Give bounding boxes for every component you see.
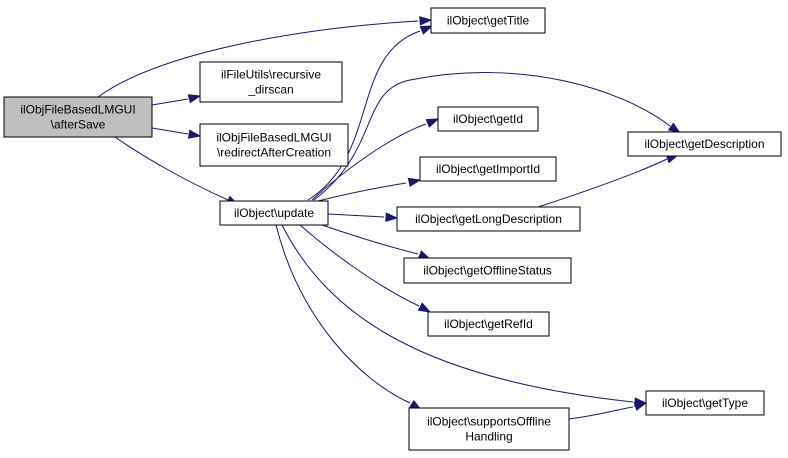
arrowhead-icon (419, 25, 434, 35)
node-box (396, 206, 581, 232)
edge-root-to-getTitle (97, 16, 433, 98)
edge-update-to-getImportId (317, 177, 422, 202)
node-label: ilObject\getId (453, 112, 523, 126)
node-box (3, 96, 153, 138)
nodes-layer: ilObjFileBasedLMGUI\afterSaveilFileUtils… (3, 7, 782, 451)
node-getRefId[interactable]: ilObject\getRefId (427, 311, 550, 337)
edge-line (114, 136, 229, 201)
node-box (430, 7, 546, 34)
edge-line (275, 224, 411, 404)
edge-line (151, 98, 189, 106)
edge-line (313, 72, 671, 201)
node-label: \afterSave (51, 118, 106, 132)
arrowhead-icon (187, 94, 202, 104)
node-label: ilObject\getOfflineStatus (423, 264, 552, 278)
edge-line (537, 158, 668, 208)
node-box (199, 123, 349, 167)
node-recursive_dirscan[interactable]: ilFileUtils\recursive_dirscan (199, 61, 343, 103)
edge-line (97, 20, 419, 98)
node-box (437, 106, 539, 132)
edge-getLongDescription-to-getDescription (537, 154, 680, 208)
node-box (419, 156, 557, 182)
edge-root-to-redirect (151, 127, 202, 139)
edge-update-to-getTitle (307, 25, 434, 201)
node-getType[interactable]: ilObject\getType (645, 390, 765, 416)
edge-line (317, 182, 407, 202)
node-redirect[interactable]: ilObjFileBasedLMGUI\redirectAfterCreatio… (199, 123, 349, 167)
edge-update-to-getDescription (313, 72, 682, 201)
edge-line (327, 213, 385, 218)
node-label: ilObject\getImportId (436, 162, 540, 176)
node-root[interactable]: ilObjFileBasedLMGUI\afterSave (3, 96, 153, 138)
edge-line (299, 224, 420, 307)
arrowhead-icon (385, 212, 399, 222)
node-box (403, 257, 572, 284)
node-label: ilObject\getDescription (644, 137, 764, 151)
edge-supportsOffline-to-getType (568, 401, 648, 420)
arrowhead-icon (187, 129, 202, 139)
node-label: \redirectAfterCreation (217, 146, 331, 160)
node-label: ilObject\update (234, 206, 314, 220)
node-getLongDescription[interactable]: ilObject\getLongDescription (396, 206, 581, 232)
node-label: ilObject\supportsOffline (427, 415, 551, 429)
node-box (219, 200, 329, 226)
node-getImportId[interactable]: ilObject\getImportId (419, 156, 557, 182)
node-update[interactable]: ilObject\update (219, 200, 329, 226)
node-box (427, 311, 550, 337)
arrowhead-icon (419, 16, 433, 26)
edge-update-to-getId (311, 118, 440, 201)
node-box (408, 407, 570, 451)
node-getTitle[interactable]: ilObject\getTitle (430, 7, 546, 34)
arrowhead-icon (633, 401, 648, 411)
node-label: _dirscan (247, 83, 293, 97)
edges-layer (97, 16, 682, 420)
node-getOfflineStatus[interactable]: ilObject\getOfflineStatus (403, 257, 572, 284)
edge-line (281, 224, 634, 403)
edge-line (151, 127, 189, 135)
node-box (199, 61, 343, 103)
arrowhead-icon (417, 302, 432, 313)
edge-line (307, 30, 421, 201)
edge-update-to-getRefId (299, 224, 432, 313)
node-label: ilObjFileBasedLMGUI (20, 103, 135, 117)
node-getDescription[interactable]: ilObject\getDescription (627, 131, 782, 157)
edge-update-to-getOfflineStatus (321, 224, 432, 260)
arrowhead-icon (407, 177, 422, 188)
arrowhead-icon (425, 118, 440, 128)
edge-root-to-recursive_dirscan (151, 94, 202, 106)
edge-line (568, 406, 634, 420)
node-label: ilObject\getLongDescription (415, 212, 562, 226)
node-label: ilObject\getType (662, 396, 748, 410)
edge-line (311, 123, 427, 201)
node-label: ilObject\getRefId (444, 317, 533, 331)
node-label: ilObject\getTitle (447, 14, 530, 28)
node-box (645, 390, 765, 416)
node-getId[interactable]: ilObject\getId (437, 106, 539, 132)
node-box (627, 131, 782, 157)
node-label: Handling (465, 430, 512, 444)
edge-update-to-getLongDescription (327, 212, 399, 222)
node-label: ilObjFileBasedLMGUI (216, 131, 331, 145)
edge-line (321, 224, 419, 255)
node-label: ilFileUtils\recursive (221, 68, 321, 82)
arrowhead-icon (667, 122, 682, 134)
